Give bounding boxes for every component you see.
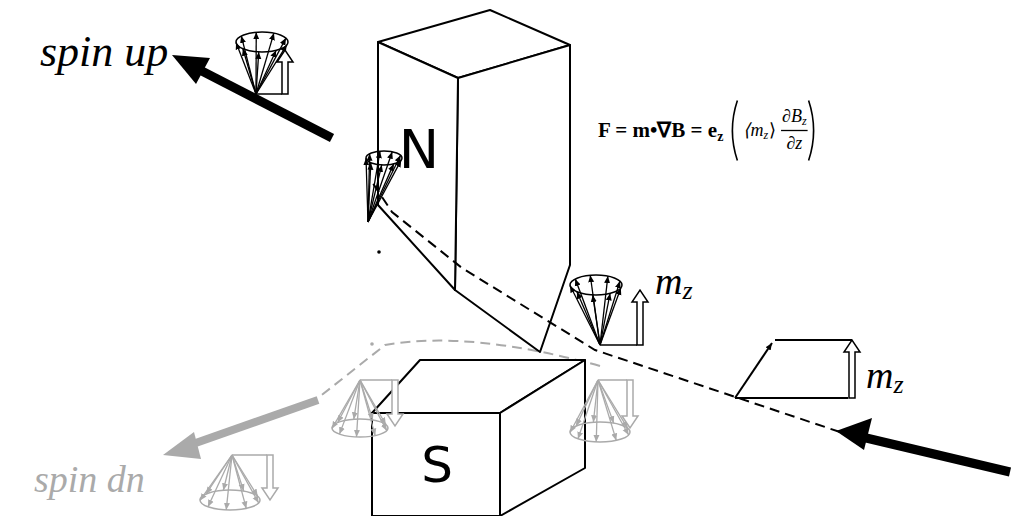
moment-vector	[570, 380, 598, 432]
incoming-arrow	[862, 437, 1010, 472]
moment-vector	[241, 36, 256, 94]
projection-line	[735, 397, 848, 399]
moment-vector	[232, 455, 259, 503]
north-magnet	[378, 10, 570, 352]
spin-down-arrow	[190, 400, 318, 445]
formula: ⟩	[769, 121, 776, 139]
subscript: z	[763, 129, 768, 141]
moment-vector	[598, 380, 616, 440]
moment-vector	[735, 343, 772, 398]
dot	[370, 342, 374, 346]
moment-vector	[598, 380, 629, 435]
formula: ∂z	[786, 134, 802, 152]
moment-vector	[354, 380, 360, 419]
subscript: z	[893, 372, 903, 398]
moment-vector	[332, 380, 360, 428]
moment-label: m	[655, 262, 682, 300]
pole-letter: S	[421, 440, 453, 490]
moment-vector	[232, 455, 258, 496]
precession-cone	[332, 380, 388, 437]
projection-line	[360, 379, 392, 381]
moment-vector	[223, 455, 232, 490]
bracket	[809, 101, 814, 161]
mz-arrow	[387, 380, 403, 426]
magnet-pole: N	[386, 112, 452, 188]
spin-down-arrowhead	[163, 432, 201, 459]
moment-vector	[360, 380, 375, 436]
south-magnet	[372, 360, 585, 516]
pole-letter: N	[399, 123, 439, 177]
spin-up-arrowhead	[172, 55, 210, 84]
precession-cone	[236, 32, 288, 94]
formula: ⟨m	[743, 121, 763, 139]
moment-vector	[578, 380, 598, 439]
beam-label: spin dn	[34, 460, 145, 498]
mz-arrow	[262, 455, 278, 500]
mz-arrow	[632, 290, 648, 345]
fraction-bar	[781, 130, 808, 131]
mz-arrow	[277, 50, 293, 94]
moment-vector	[368, 155, 401, 222]
moment-vector	[236, 42, 256, 94]
precession-cone	[366, 151, 402, 222]
precession-cone	[570, 275, 622, 345]
moment-vector	[256, 33, 274, 94]
incoming-arrowhead	[836, 418, 872, 450]
moment-vector	[360, 380, 386, 425]
moment-vector	[368, 152, 392, 222]
cone-rim	[332, 419, 388, 437]
precession-cone	[200, 455, 260, 510]
projection-line	[775, 339, 852, 341]
moment-vector	[590, 275, 600, 345]
moment-vector	[206, 455, 232, 494]
moment-vector	[575, 279, 600, 345]
moment-vector	[598, 380, 628, 428]
moment-vector	[232, 455, 244, 491]
moment-vector	[200, 455, 232, 500]
moment-vector	[600, 276, 608, 345]
moment-vector	[593, 380, 598, 422]
subscript: z	[717, 130, 723, 144]
mz-arrow	[622, 380, 638, 428]
moment-vector	[600, 281, 620, 345]
formula: ∂B	[782, 107, 802, 125]
moment-vector	[255, 32, 257, 94]
projection-line	[232, 454, 267, 456]
subscript: z	[802, 115, 807, 127]
projection-line	[256, 93, 282, 95]
moment-vector	[232, 455, 246, 508]
moment-vector	[338, 380, 360, 423]
cone-rim	[570, 422, 630, 442]
magnet-pole: S	[392, 430, 482, 500]
moment-vector	[339, 380, 360, 434]
projection-line	[598, 379, 627, 381]
subscript: z	[682, 278, 692, 304]
cone-rim	[200, 490, 260, 510]
moment-vector	[368, 151, 380, 222]
dot	[377, 250, 381, 254]
formula: F = m•∇B = e	[598, 120, 717, 141]
moment-vector	[360, 380, 387, 431]
moment-vector	[208, 455, 232, 507]
beam-label: spin up	[40, 30, 168, 74]
precession-cone	[570, 380, 630, 442]
moment-vector	[576, 380, 598, 426]
bracket	[732, 101, 737, 161]
moment-label: m	[866, 356, 893, 394]
mz-arrow	[844, 340, 860, 398]
projection-line	[600, 344, 637, 346]
